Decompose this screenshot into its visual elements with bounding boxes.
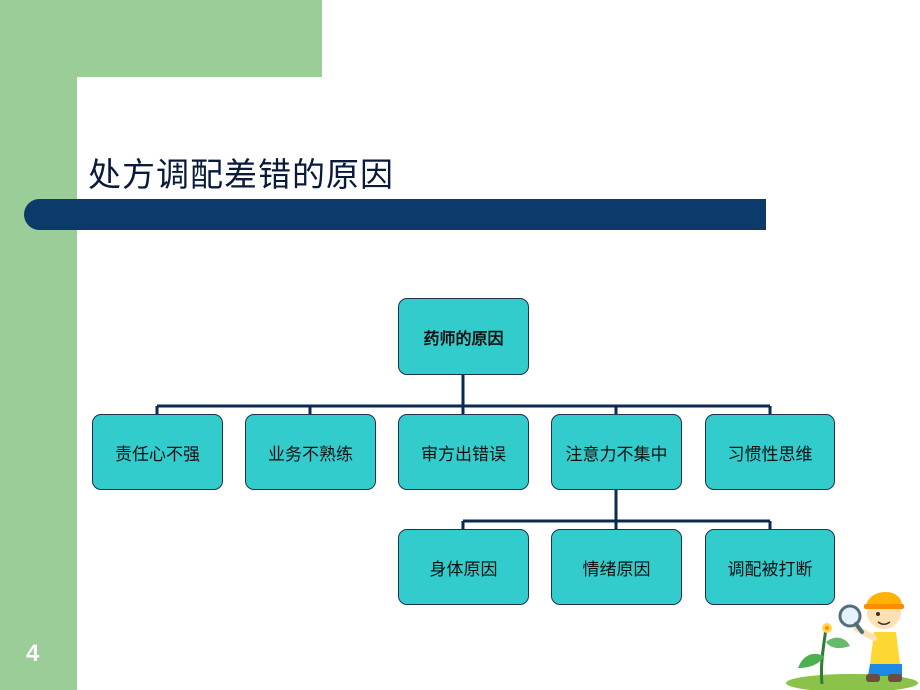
sprout-icon bbox=[798, 623, 850, 685]
boy-icon bbox=[853, 591, 904, 682]
node-habitual-thinking: 习惯性思维 bbox=[705, 414, 835, 490]
node-unskilled-in-work: 业务不熟练 bbox=[245, 414, 376, 490]
node-pharmacist-causes: 药师的原因 bbox=[398, 298, 529, 375]
node-lack-of-concentration: 注意力不集中 bbox=[551, 414, 682, 490]
page-number: 4 bbox=[26, 640, 40, 667]
node-lack-of-responsibility: 责任心不强 bbox=[92, 414, 223, 490]
node-emotional-reasons: 情绪原因 bbox=[551, 529, 682, 605]
node-dispensing-interrupted: 调配被打断 bbox=[705, 529, 835, 605]
green-band-left bbox=[0, 0, 77, 690]
magnifying-glass-icon bbox=[838, 604, 864, 634]
boy-with-magnifier-illustration bbox=[786, 591, 918, 690]
node-physical-reasons: 身体原因 bbox=[398, 529, 529, 605]
node-prescription-review-error: 审方出错误 bbox=[398, 414, 529, 490]
title-underline-bar bbox=[24, 199, 766, 230]
slide-title: 处方调配差错的原因 bbox=[88, 155, 394, 194]
